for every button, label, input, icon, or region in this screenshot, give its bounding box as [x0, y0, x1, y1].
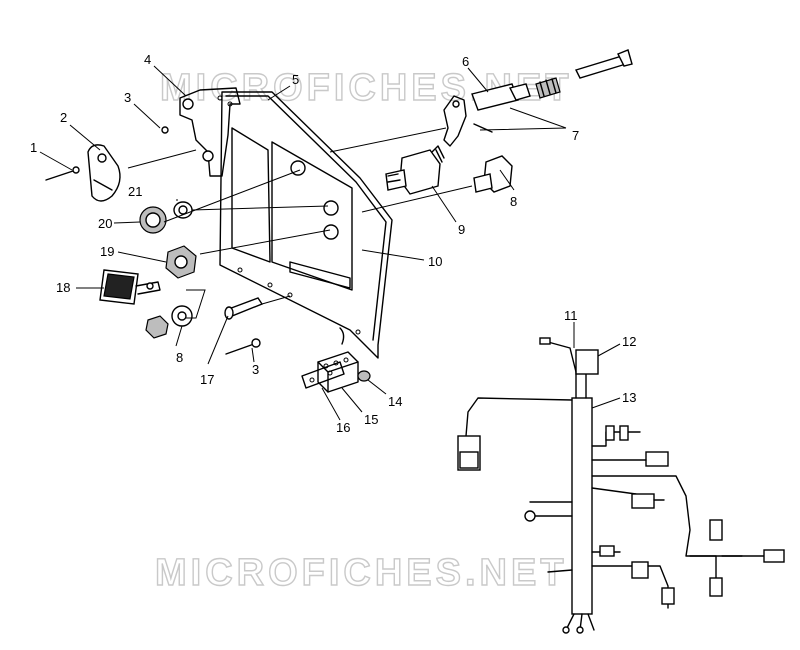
terminal-block	[301, 327, 371, 393]
wiring-harness	[457, 337, 785, 634]
nut-and-washer	[139, 201, 193, 234]
callout-leaders	[39, 65, 621, 421]
key-switch	[99, 269, 161, 305]
rotary-switch	[385, 145, 445, 195]
callout-3-upper: 3	[124, 90, 131, 105]
callout-18: 18	[56, 280, 70, 295]
callout-labels: 1 2 3 4 5 6 7 8 9 10 21 20 19 18 8 17 3 …	[30, 52, 636, 435]
callout-6: 6	[462, 54, 469, 69]
callout-15: 15	[364, 412, 378, 427]
callout-12: 12	[622, 334, 636, 349]
callout-17: 17	[200, 372, 214, 387]
callout-8-nut: 8	[176, 350, 183, 365]
lock-nut-lower	[145, 305, 193, 339]
callout-13: 13	[622, 390, 636, 405]
pin-and-clip	[45, 144, 121, 202]
callout-16: 16	[336, 420, 350, 435]
callout-3-lower: 3	[252, 362, 259, 377]
callout-1: 1	[30, 140, 37, 155]
callout-8-toggle: 8	[510, 194, 517, 209]
switch-bracket	[443, 95, 493, 147]
watermark-bottom: MICROFICHES.NET	[155, 552, 568, 594]
callout-9: 9	[458, 222, 465, 237]
toggle-switch	[473, 155, 513, 193]
screw-lower	[225, 338, 261, 355]
callout-11: 11	[564, 308, 578, 323]
callout-7: 7	[572, 128, 579, 143]
callout-21: 21	[128, 184, 142, 199]
plunger-switch	[471, 49, 633, 111]
callout-10: 10	[428, 254, 442, 269]
bolt	[224, 297, 264, 320]
mounting-bracket	[179, 87, 241, 177]
hex-nut	[165, 245, 197, 279]
screw-upper	[161, 126, 169, 134]
callout-5: 5	[292, 72, 299, 87]
assembly-lines	[127, 127, 473, 319]
callout-14: 14	[388, 394, 402, 409]
dash-panel	[219, 91, 393, 359]
callout-20: 20	[98, 216, 112, 231]
callout-2: 2	[60, 110, 67, 125]
callout-4: 4	[144, 52, 151, 67]
callout-19: 19	[100, 244, 114, 259]
